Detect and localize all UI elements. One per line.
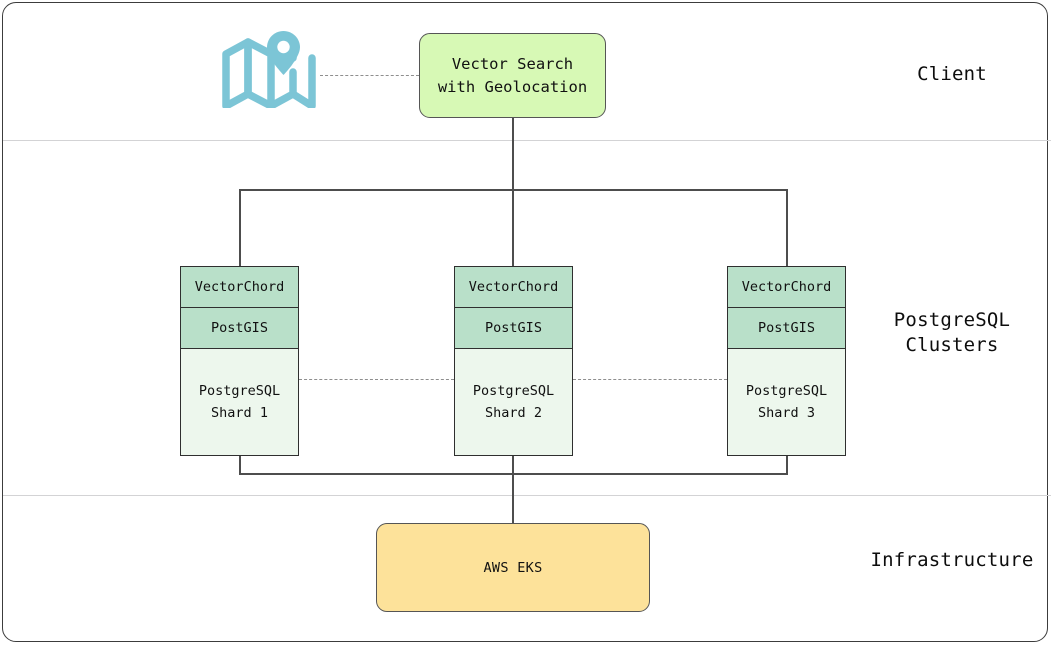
lane-divider-clusters-infrastructure bbox=[3, 495, 1051, 496]
shard-3-extension-postgis: PostGIS bbox=[728, 308, 845, 349]
shard-3-label: PostgreSQL Shard 3 bbox=[745, 383, 828, 421]
shard-1-label: PostgreSQL Shard 1 bbox=[198, 383, 281, 421]
lane-divider-client-clusters bbox=[3, 140, 1051, 141]
connector-shard-2-to-shard-3 bbox=[573, 379, 727, 380]
vector-search-node[interactable]: Vector Search with Geolocation bbox=[419, 33, 606, 118]
connector-bus-to-shard-3 bbox=[786, 189, 788, 267]
shard-2-label: PostgreSQL Shard 2 bbox=[472, 383, 555, 421]
connector-icon-to-vector-search bbox=[320, 75, 419, 76]
connector-bus-to-aws-eks bbox=[512, 456, 514, 523]
connector-bus-to-shard-1 bbox=[239, 189, 241, 267]
lane-label-infrastructure: Infrastructure bbox=[870, 549, 1034, 571]
shard-2-extension-postgis: PostGIS bbox=[455, 308, 572, 349]
connector-shard-1-to-shard-2 bbox=[299, 379, 454, 380]
aws-eks-node[interactable]: AWS EKS bbox=[376, 523, 650, 612]
shard-2[interactable]: VectorChord PostGIS PostgreSQL Shard 2 bbox=[454, 266, 573, 456]
cluster-bus-top bbox=[239, 189, 788, 191]
shard-3[interactable]: VectorChord PostGIS PostgreSQL Shard 3 bbox=[727, 266, 846, 456]
shard-1-extension-postgis: PostGIS bbox=[181, 308, 298, 349]
connector-shard-3-to-bus bbox=[786, 456, 788, 474]
shard-2-extension-vectorchord: VectorChord bbox=[455, 267, 572, 308]
lane-label-client: Client bbox=[917, 63, 987, 85]
shard-3-extension-vectorchord: VectorChord bbox=[728, 267, 845, 308]
map-pin-icon bbox=[221, 28, 317, 110]
connector-vector-search-to-bus bbox=[512, 118, 514, 266]
shard-1[interactable]: VectorChord PostGIS PostgreSQL Shard 1 bbox=[180, 266, 299, 456]
connector-shard-1-to-bus bbox=[239, 456, 241, 474]
shard-1-extension-vectorchord: VectorChord bbox=[181, 267, 298, 308]
lane-label-postgresql-clusters: PostgreSQL Clusters bbox=[893, 309, 1011, 356]
